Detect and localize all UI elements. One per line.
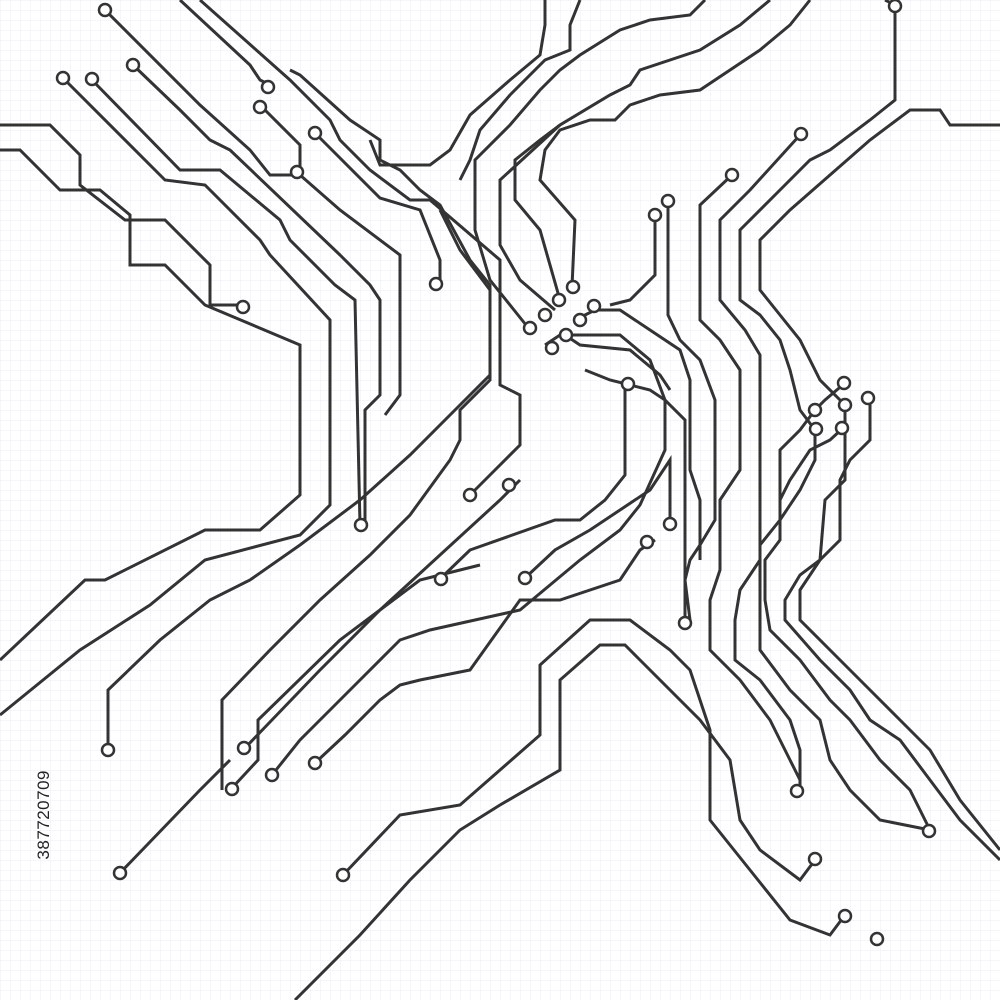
solder-pads [55, 0, 937, 947]
stock-id-label: 387720709 [34, 770, 53, 860]
